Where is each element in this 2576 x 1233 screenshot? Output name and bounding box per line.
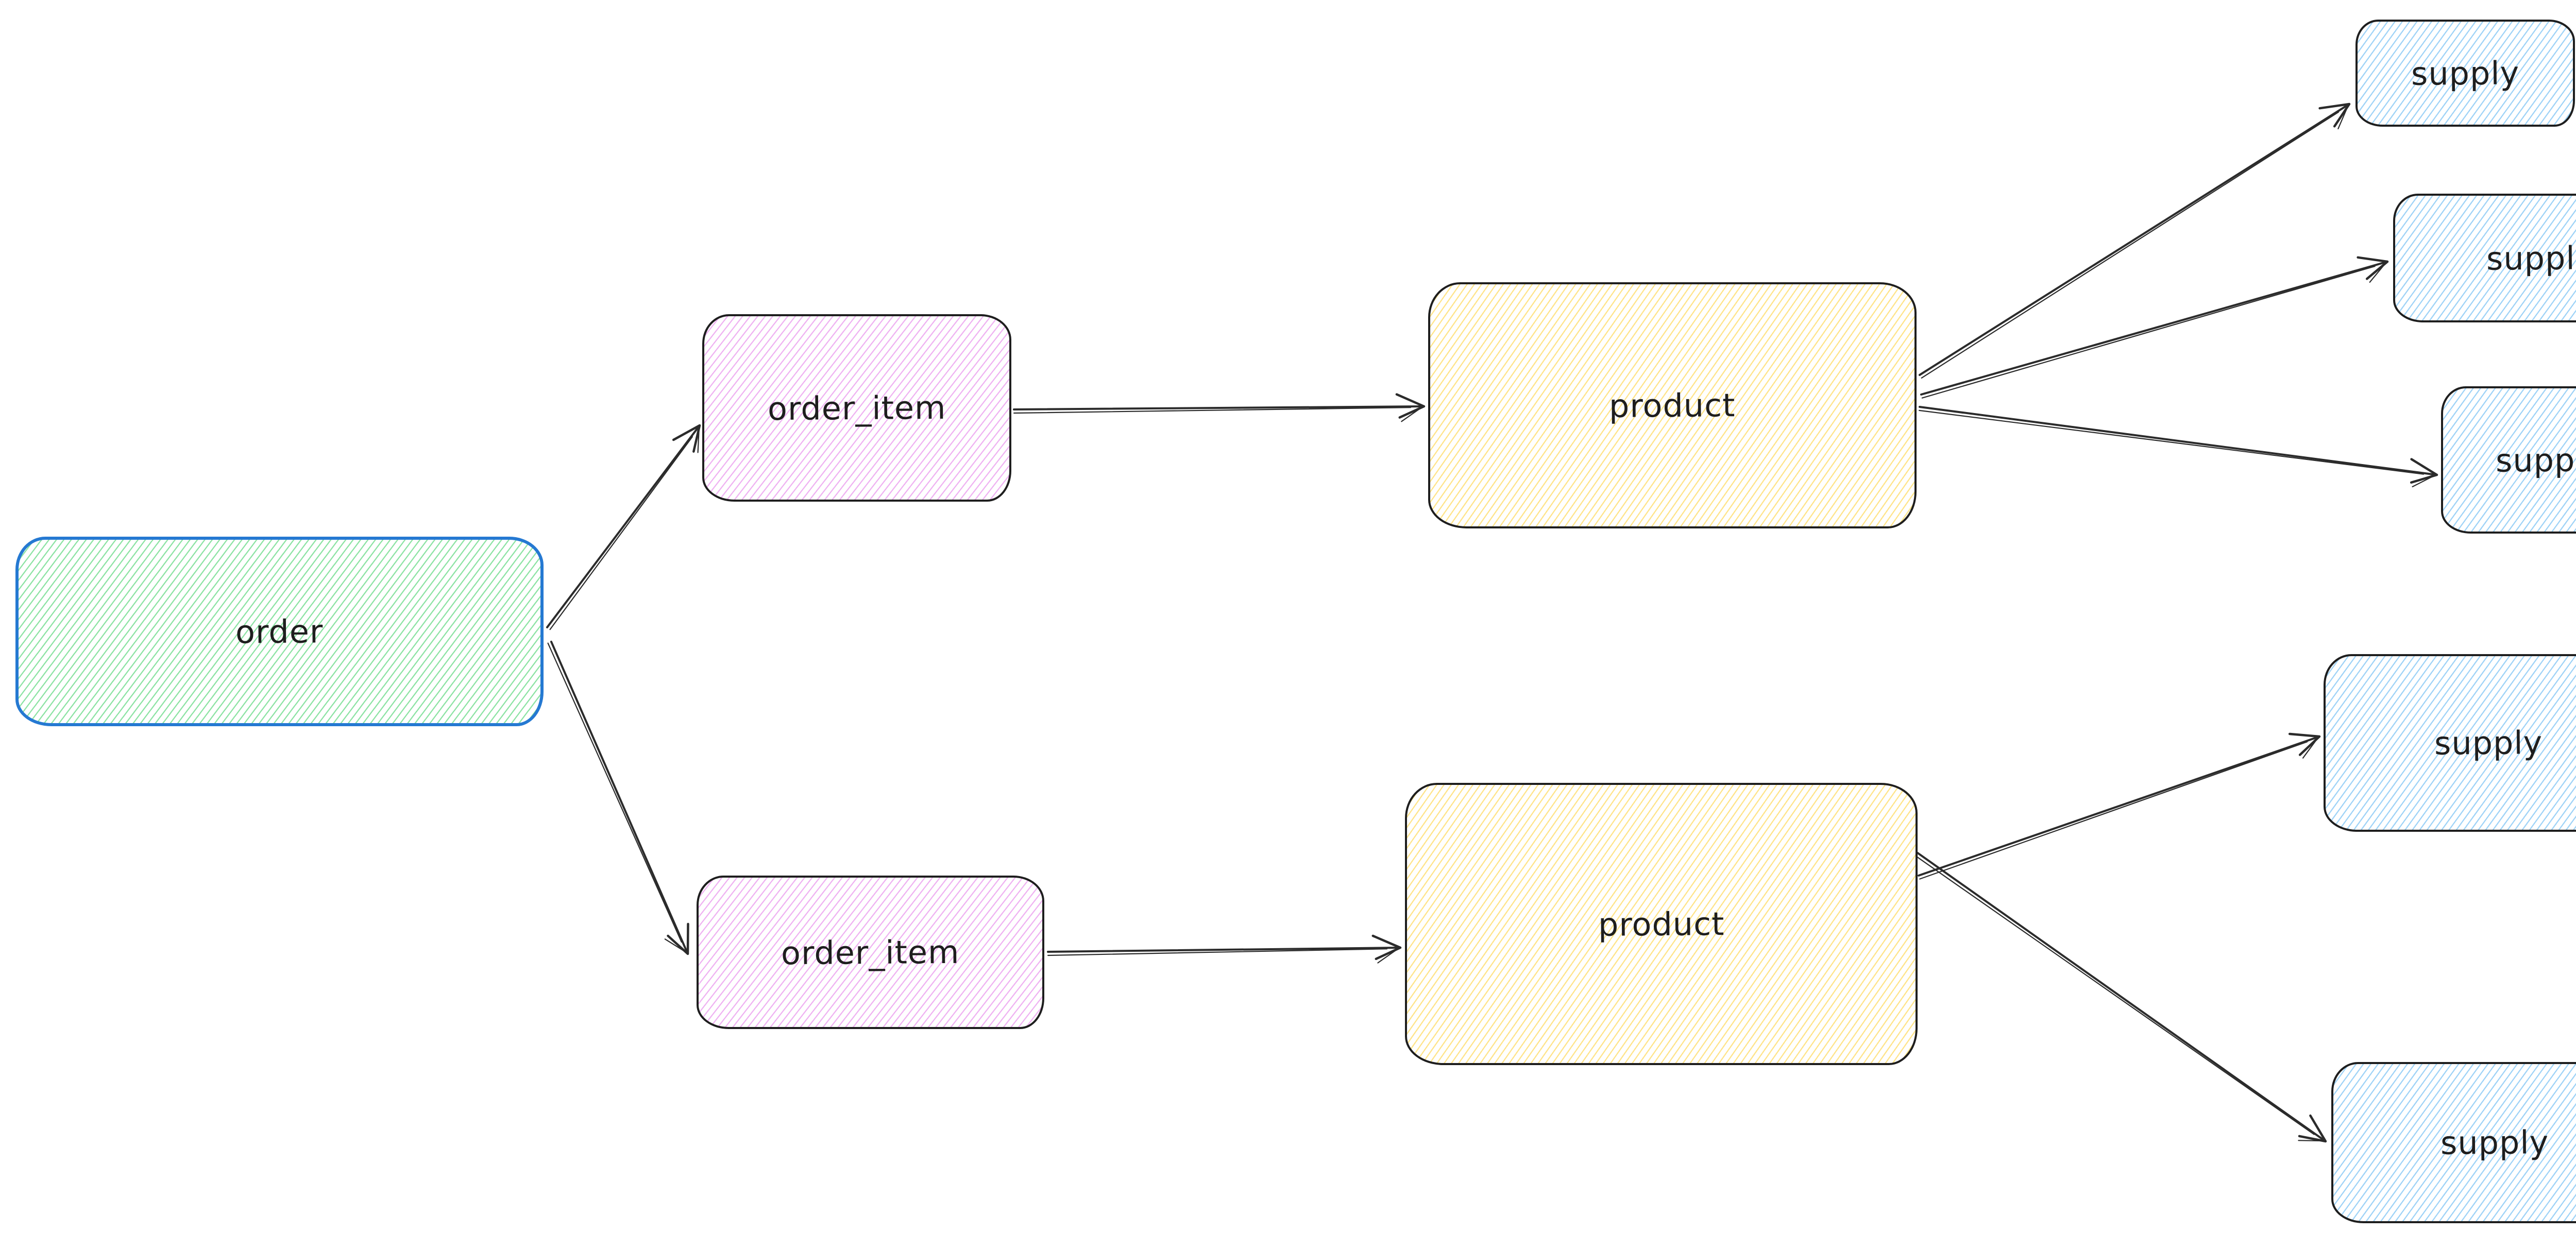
node-label: order_item <box>767 388 946 427</box>
node-label: supply <box>2441 1123 2549 1162</box>
arrow-order-to-order_item_1[interactable] <box>546 424 701 630</box>
node-label: supply <box>2411 54 2520 93</box>
node-order[interactable]: order <box>15 537 544 726</box>
arrow-order_item_2-to-product_2[interactable] <box>1047 934 1402 964</box>
node-product-bottom[interactable]: product <box>1405 783 1918 1065</box>
node-label: supply <box>2434 724 2543 762</box>
arrow-order_item_1-to-product_1[interactable] <box>1013 393 1426 422</box>
node-label: product <box>1598 904 1725 944</box>
node-supply-bottom-2[interactable]: supply <box>2331 1062 2576 1223</box>
node-supply-top-1[interactable]: supply <box>2355 20 2575 127</box>
node-label: order_item <box>781 933 960 972</box>
node-order-item-bottom[interactable]: order_item <box>697 876 1044 1029</box>
node-label: product <box>1609 386 1736 425</box>
node-supply-top-3[interactable]: supply <box>2441 386 2576 534</box>
node-supply-top-2[interactable]: supply <box>2393 194 2576 322</box>
arrow-product_2-to-supply_4[interactable] <box>1918 732 2321 880</box>
arrow-product_1-to-supply_1[interactable] <box>1919 102 2351 379</box>
node-label: supply <box>2495 440 2576 480</box>
arrow-product_1-to-supply_3[interactable] <box>1919 406 2438 488</box>
node-product-top[interactable]: product <box>1428 282 1917 528</box>
node-label: supply <box>2486 238 2576 278</box>
arrow-product_2-to-supply_5[interactable] <box>1914 852 2327 1143</box>
arrow-order-to-order_item_2[interactable] <box>547 641 689 955</box>
node-supply-bottom-1[interactable]: supply <box>2324 654 2576 832</box>
arrow-product_1-to-supply_2[interactable] <box>1920 256 2389 399</box>
node-order-item-top[interactable]: order_item <box>702 314 1011 502</box>
node-label: order <box>235 612 324 651</box>
